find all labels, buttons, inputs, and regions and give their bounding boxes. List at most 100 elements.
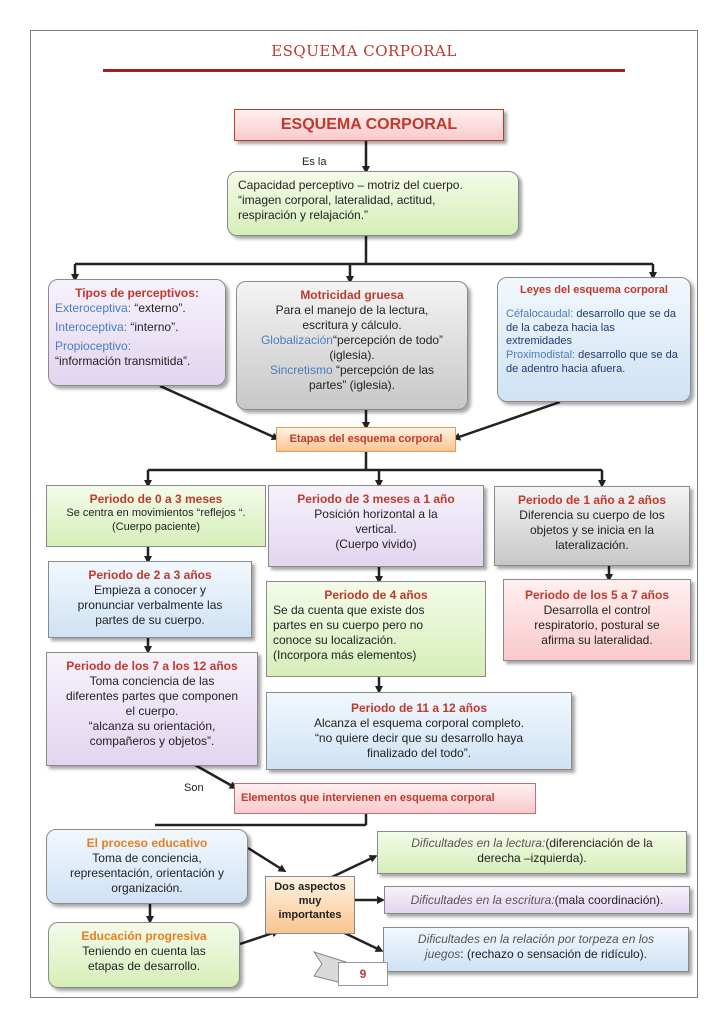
proceso-line-3: organización.	[111, 881, 183, 895]
periodo-11-12-title: Periodo de 11 a 12 años	[350, 701, 488, 715]
periodo-4-box: Periodo de 4 años Se da cuenta que exist…	[266, 581, 486, 677]
periodo-2-3-title: Periodo de 2 a 3 años	[88, 568, 212, 582]
periodo-1-2-line-1: Diferencia su cuerpo de los	[519, 508, 665, 522]
periodo-7-12-line-3: el cuerpo.	[125, 704, 179, 718]
motricidad-line-1: Para el manejo de la lectura,	[275, 303, 429, 317]
dificultad-relacion-term: Dificultades en la relación por torpeza …	[417, 932, 655, 946]
page-frame	[30, 30, 698, 998]
elementos-title: Elementos que intervienen en esquema cor…	[241, 792, 495, 804]
periodo-7-12-title: Periodo de los 7 a los 12 años	[66, 659, 238, 673]
dificultad-lectura-box: Dificultades en la lectura:(diferenciaci…	[377, 831, 687, 874]
arrow-educacion-to-dos	[239, 929, 280, 946]
dificultad-escritura-term: Dificultades en la escritura:	[410, 893, 555, 907]
educacion-title: Educación progresiva	[81, 929, 207, 943]
exteroceptiva-desc: “externo”.	[131, 301, 186, 315]
sincretismo-desc: “percepción de las	[332, 363, 435, 377]
leyes-title: Leyes del esquema corporal	[520, 284, 668, 296]
son-label: Son	[184, 782, 204, 794]
dificultad-relacion-term-2: juegos	[424, 947, 461, 961]
dificultad-escritura-desc: (mala coordinación).	[554, 893, 664, 907]
dificultad-lectura-desc: (diferenciación de la	[545, 836, 653, 850]
periodo-3m-1a-box: Periodo de 3 meses a 1 año Posición hori…	[268, 485, 484, 567]
educacion-box: Educación progresiva Teniendo en cuenta …	[48, 922, 240, 988]
periodo-4-line-1: Se da cuenta que existe dos	[273, 603, 425, 617]
dificultad-relacion-desc: : (rechazo o sensación de ridículo).	[460, 947, 648, 961]
globalizacion-term: Globalización	[260, 333, 333, 347]
sincretismo-desc-2: partes” (iglesia).	[308, 378, 396, 392]
periodo-3m-1a-title: Periodo de 3 meses a 1 año	[297, 492, 455, 506]
main-title: ESQUEMA CORPORAL	[280, 116, 458, 133]
motricidad-title: Motricidad gruesa	[300, 288, 404, 302]
periodo-0-3-meses-title: Periodo de 0 a 3 meses	[89, 492, 223, 506]
proceso-line-1: Toma de conciencia,	[92, 851, 202, 865]
periodo-3m-1a-line-3: (Cuerpo vivido)	[335, 537, 417, 551]
educacion-line-1: Teniendo en cuenta las	[82, 944, 206, 958]
periodo-1-2-line-2: objetos y se inicia en la	[529, 523, 655, 537]
etapas-title: Etapas del esquema corporal	[289, 433, 443, 445]
dificultad-lectura-desc-2: derecha –izquierda).	[477, 851, 587, 865]
dificultad-lectura-term: Dificultades en la lectura:	[411, 836, 546, 850]
tipos-box: Tipos de perceptivos: Exteroceptiva: “ex…	[48, 279, 226, 386]
periodo-11-12-box: Periodo de 11 a 12 años Alcanza el esque…	[266, 692, 572, 770]
cefalocaudal-term: Céfalocaudal:	[506, 307, 574, 320]
periodo-2-3-line-1: Empieza a conocer y	[93, 583, 207, 597]
leyes-box: Leyes del esquema corporal Céfalocaudal:…	[497, 277, 691, 402]
periodo-5-7-title: Periodo de los 5 a 7 años	[524, 588, 670, 602]
periodo-1-2-title: Periodo de 1 año a 2 años	[517, 493, 667, 507]
periodo-4-line-3: conoce su localización.	[273, 633, 397, 647]
arrow-dos-to-lectura	[331, 855, 378, 879]
motricidad-line-2: escritura y cálculo.	[302, 318, 402, 332]
es-la-label: Es la	[302, 156, 327, 168]
periodo-0-3-meses-box: Periodo de 0 a 3 meses Se centra en movi…	[46, 485, 266, 547]
periodo-2-3-line-2: pronunciar verbalmente las	[77, 598, 223, 612]
periodo-7-12-line-1: Toma conciencia de las	[89, 674, 215, 688]
globalizacion-desc: “percepción de todo”	[332, 333, 444, 347]
periodo-5-7-line-3: afirma su lateralidad.	[541, 633, 653, 647]
periodo-1-2-box: Periodo de 1 año a 2 años Diferencia su …	[494, 486, 690, 566]
proceso-title: El proceso educativo	[86, 836, 208, 850]
periodo-11-12-line-2: “no quiere decir que su desarrollo haya	[314, 731, 524, 745]
header-title: ESQUEMA CORPORAL	[271, 42, 457, 60]
periodo-0-3-meses-line-1: Se centra en movimientos “reflejos “.	[66, 507, 246, 519]
periodo-2-3-line-3: partes de su cuerpo.	[95, 613, 205, 627]
periodo-5-7-line-2: respiratorio, postural se	[534, 618, 660, 632]
etapas-box: Etapas del esquema corporal	[276, 427, 456, 452]
periodo-5-7-box: Periodo de los 5 a 7 años Desarrolla el …	[503, 579, 691, 661]
page-number: 9	[338, 962, 388, 986]
definition-line-2: “imagen corporal, lateralidad, actitud,	[238, 193, 436, 207]
definition-line-1: Capacidad perceptivo – motriz del cuerpo…	[238, 178, 463, 192]
periodo-11-12-line-3: finalizado del todo”.	[366, 746, 472, 760]
proximodistal-term: Proximodistal:	[506, 349, 576, 361]
propioceptivo-desc: “información transmitida”.	[55, 354, 191, 368]
elementos-box: Elementos que intervienen en esquema cor…	[234, 783, 536, 814]
exteroceptiva-term: Exteroceptiva:	[55, 301, 132, 315]
periodo-3m-1a-line-2: vertical.	[355, 522, 397, 536]
definition-box: Capacidad perceptivo – motriz del cuerpo…	[227, 171, 519, 236]
periodo-1-2-line-3: lateralización.	[555, 538, 629, 552]
header-rule	[103, 69, 625, 72]
periodo-2-3-box: Periodo de 2 a 3 años Empieza a conocer …	[48, 561, 252, 638]
periodo-7-12-box: Periodo de los 7 a los 12 años Toma conc…	[46, 652, 258, 766]
tipos-title: Tipos de perceptivos:	[75, 286, 199, 300]
arrow-proceso-to-dos	[247, 846, 287, 873]
periodo-4-line-4: (Incorpora más elementos)	[273, 648, 417, 662]
cefalocaudal-desc: desarrollo que se da de la cabeza hacia …	[506, 307, 677, 348]
dificultad-escritura-box: Dificultades en la escritura:(mala coord…	[384, 886, 690, 914]
dos-aspectos-box: Dos aspectos muy importantes	[265, 876, 355, 934]
arrow-leyes-to-etapas	[452, 400, 561, 441]
periodo-4-line-2: partes en su cuerpo pero no	[273, 618, 424, 632]
globalizacion-desc-2: (iglesia).	[329, 348, 375, 362]
interoceptiva-term: Interoceptiva:	[55, 320, 128, 334]
motricidad-box: Motricidad gruesa Para el manejo de la l…	[236, 281, 468, 410]
periodo-3m-1a-line-1: Posición horizontal a la	[314, 507, 438, 521]
periodo-4-title: Periodo de 4 años	[324, 588, 428, 602]
periodo-0-3-meses-line-2: (Cuerpo paciente)	[111, 520, 201, 533]
periodo-7-12-line-2: diferentes partes que componen	[65, 689, 239, 703]
dificultad-relacion-box: Dificultades en la relación por torpeza …	[383, 927, 689, 972]
main-title-box: ESQUEMA CORPORAL	[234, 109, 504, 141]
dos-aspectos-line-1: Dos aspectos	[274, 881, 346, 893]
sincretismo-term: Sincretismo	[269, 363, 333, 377]
periodo-7-12-line-5: compañeros y objetos”.	[89, 734, 215, 748]
dos-aspectos-line-3: importantes	[278, 908, 342, 921]
proceso-box: El proceso educativo Toma de conciencia,…	[46, 829, 248, 904]
